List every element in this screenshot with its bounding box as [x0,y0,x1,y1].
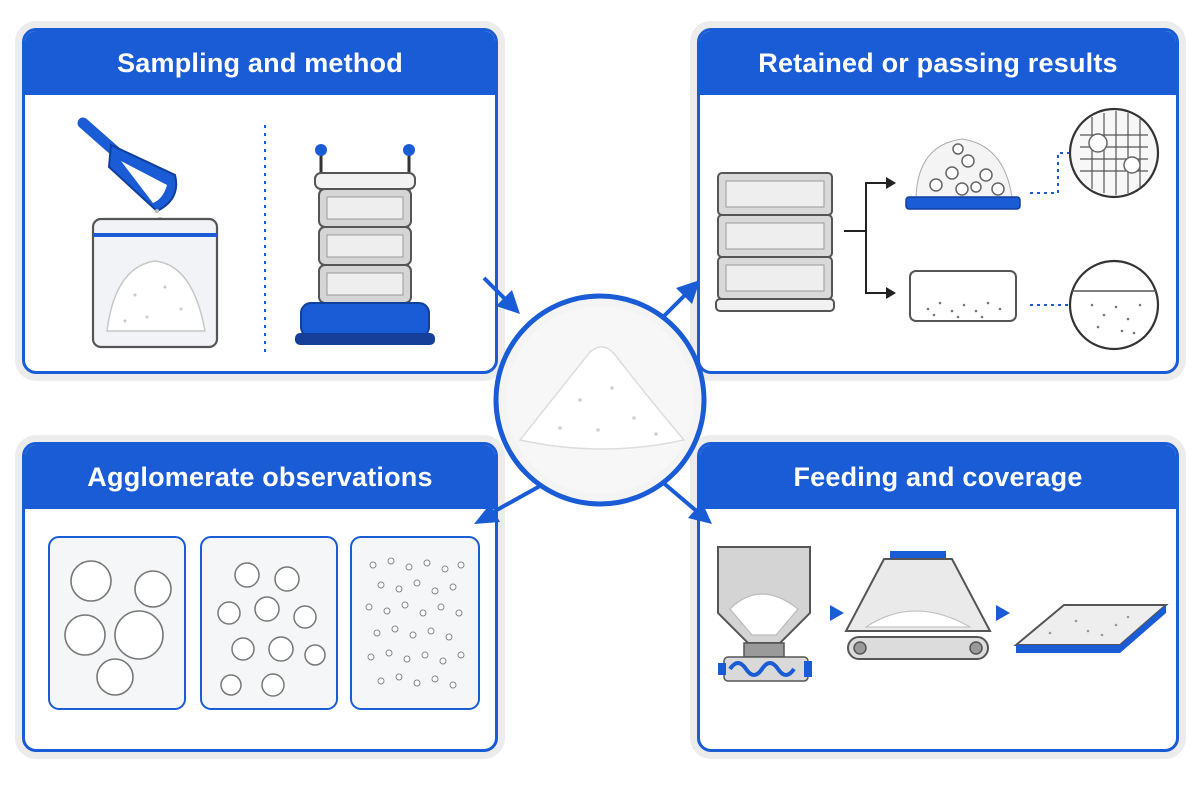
retained-tray-icon [905,138,1021,210]
panel-title-sampling: Sampling and method [25,31,495,95]
sample-bag-icon [91,217,219,349]
split-arrows [844,177,896,299]
flow-arrow-1 [830,605,844,621]
panel-feeding: Feeding and coverage [697,442,1179,752]
flow-arrow-2 [996,605,1010,621]
mesh-zoom-icon [1068,107,1160,199]
panel-body-sampling [25,95,495,371]
panel-body-feeding [700,509,1176,749]
sieve-stack-icon [715,172,835,312]
medium-agglomerates-icon [200,536,338,710]
passing-pan-icon [909,270,1017,322]
panel-sampling: Sampling and method [22,28,498,374]
panel-results: Retained or passing results [697,28,1179,374]
panel-body-results [700,95,1176,371]
sieve-shaker-icon [295,144,435,345]
hopper-screw-feeder-icon [717,546,812,682]
fine-particles-icon [350,536,480,710]
panel-title-feeding: Feeding and coverage [700,445,1176,509]
panel-body-agglomerate [25,509,495,749]
coated-surface-icon [1013,604,1169,653]
conveyor-spreader-icon [844,551,992,660]
fines-zoom-icon [1068,259,1160,351]
powder-pile-icon [493,293,707,507]
panel-title-results: Retained or passing results [700,31,1176,95]
panel-agglomerate: Agglomerate observations [22,442,498,752]
hub-arrows [474,276,712,524]
panel-title-agglomerate: Agglomerate observations [25,445,495,509]
large-agglomerates-icon [48,536,186,710]
